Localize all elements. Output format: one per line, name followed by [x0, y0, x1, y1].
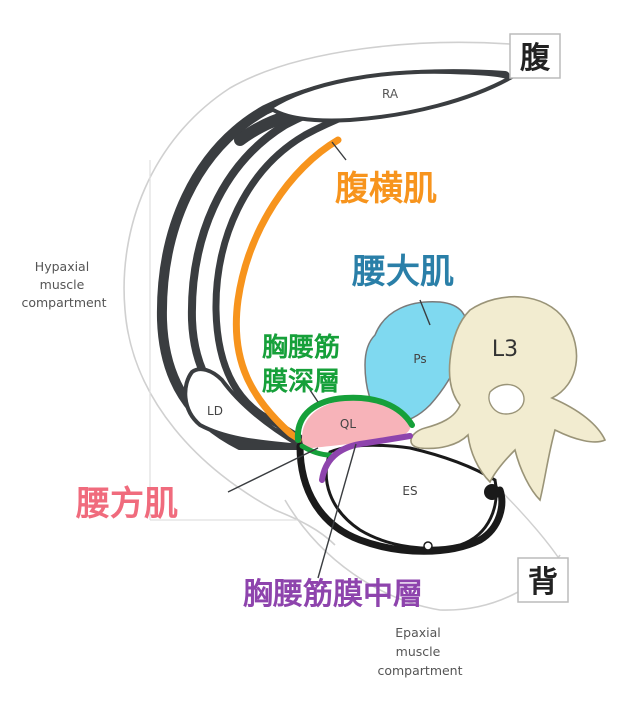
leader-quadratus [227, 447, 319, 493]
leader-psoas [419, 299, 431, 326]
label-ps: Ps [413, 352, 426, 366]
hypaxial-bracket [149, 160, 300, 521]
back-label: 背 [528, 565, 558, 600]
label-ql: QL [340, 417, 356, 431]
abdomen-label: 腹 [520, 41, 551, 76]
epaxial-label: Epaxial muscle compartment [377, 625, 462, 678]
tlf-middle-label: 胸腰筋膜中層 [243, 577, 423, 612]
label-es: ES [402, 484, 417, 498]
tlf-deep-label: 胸腰筋 膜深層 [262, 332, 349, 397]
tlf-deep-layer-lower [299, 443, 333, 458]
erector-spinae [324, 443, 498, 550]
abdomen-box [509, 33, 561, 79]
label-l3: L3 [492, 337, 518, 362]
hypaxial-label: Hypaxial muscle compartment [21, 259, 106, 310]
fascia-node [423, 541, 433, 551]
quadratus-lumborum [302, 399, 411, 448]
transversus-abdominis [232, 136, 342, 444]
posterior-fascia [296, 442, 506, 555]
psoas-major [364, 301, 468, 423]
tlf-middle-layer [319, 433, 413, 483]
hypaxial-compartment-outline [123, 41, 511, 546]
label-ra: RA [382, 87, 399, 101]
vertebral-foramen [488, 383, 525, 415]
back-box [517, 557, 569, 603]
transversus-label: 腹横肌 [335, 169, 437, 209]
psoas-label: 腰大肌 [352, 252, 454, 292]
spinous-process-tip [484, 484, 500, 500]
leader-tlf-deep [309, 389, 319, 403]
tlf-deep-layer [294, 394, 415, 443]
label-ld: LD [207, 404, 223, 418]
epaxial-bracket [499, 489, 561, 561]
quadratus-label: 腰方肌 [76, 484, 178, 524]
leader-tlf-middle [317, 443, 357, 579]
leader-transversus [331, 141, 347, 161]
